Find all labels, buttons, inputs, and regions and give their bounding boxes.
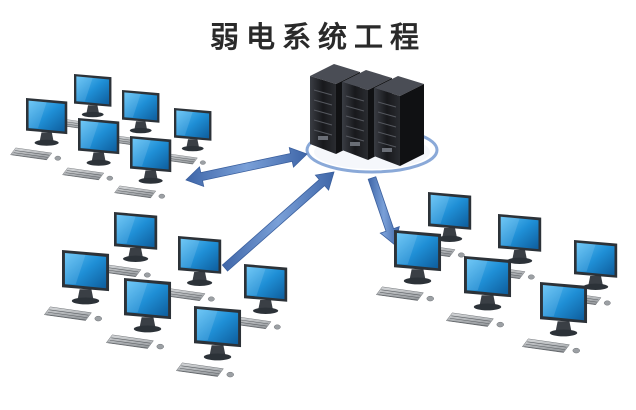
- diagram-title: 弱电系统工程: [209, 20, 426, 54]
- computer-workstation: [97, 212, 158, 278]
- workstation-group-top-left: [10, 74, 212, 199]
- computer-workstation: [105, 278, 172, 350]
- computer-workstation: [375, 230, 442, 302]
- computer-workstation: [114, 136, 172, 199]
- computer-workstation: [43, 250, 110, 322]
- computer-workstation: [10, 98, 68, 161]
- computer-workstation: [445, 256, 512, 328]
- computer-workstation: [175, 306, 242, 378]
- computer-workstation: [59, 74, 112, 131]
- workstation-group-bottom-left: [43, 212, 288, 378]
- computer-workstation: [411, 192, 472, 258]
- workstation-group-right: [375, 192, 618, 354]
- computer-workstation: [521, 282, 588, 354]
- arrow-server-to-top-left: [185, 146, 308, 188]
- server-unit-3: [374, 76, 424, 166]
- computer-workstation: [161, 236, 222, 302]
- arrow-bottom-left-to-server: [221, 171, 335, 272]
- computer-workstation: [159, 108, 212, 165]
- computer-workstation: [62, 118, 120, 181]
